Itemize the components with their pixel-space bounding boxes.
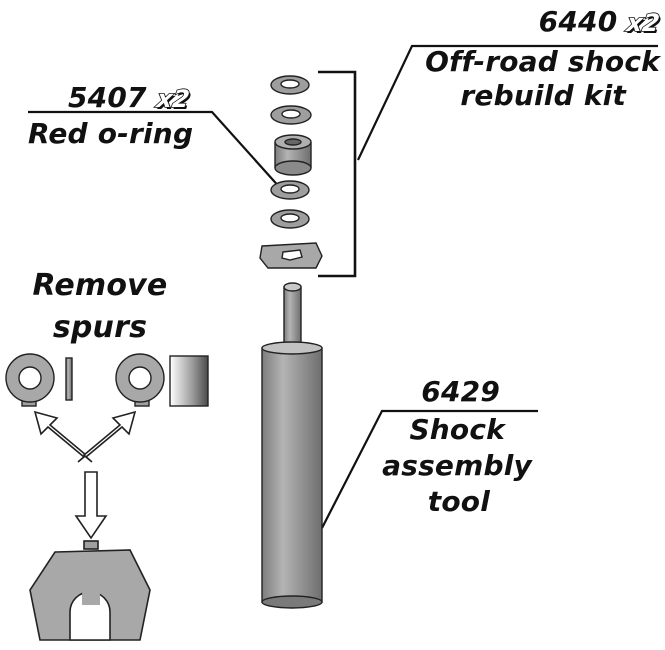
kit-name-line2: rebuild kit <box>460 79 626 112</box>
spur-washer-right <box>115 353 209 407</box>
oring-name: Red o-ring <box>28 117 194 150</box>
kit-quantity: x2 <box>625 8 663 38</box>
oring-leader-line <box>28 110 283 191</box>
arrow-down-icon <box>74 471 108 540</box>
retaining-clip <box>259 242 323 269</box>
tool-name-line2: assembly <box>382 449 532 482</box>
instruction-line1: Remove <box>32 268 168 303</box>
tool-part-number: 6429 <box>421 375 500 408</box>
washer-2 <box>270 105 312 125</box>
kit-leader-line <box>357 44 658 161</box>
oring-part-number: 5407 <box>68 81 147 114</box>
washer-stack <box>259 75 323 269</box>
leader-lines <box>28 44 658 529</box>
oring-quantity: x2 <box>154 84 192 114</box>
tool-name-line3: tool <box>427 485 490 518</box>
clip-large <box>29 540 151 641</box>
tool-leader-line <box>321 409 538 529</box>
shock-assembly-tool <box>261 282 323 609</box>
spur-arrows <box>33 410 137 540</box>
spur-washer-left <box>5 353 73 407</box>
kit-part-number: 6440 <box>538 5 618 38</box>
arrow-up-left-icon <box>33 410 88 463</box>
tool-name-line1: Shock <box>409 413 505 446</box>
washer-3 <box>270 209 310 229</box>
arrow-up-right-icon <box>82 410 137 463</box>
kit-name-line1: Off-road shock <box>425 45 660 78</box>
washer-1 <box>270 75 310 95</box>
o-ring-part <box>270 180 310 200</box>
kit-bracket <box>318 70 357 278</box>
instruction-line2: spurs <box>52 310 148 345</box>
shock-bushing <box>274 134 312 176</box>
